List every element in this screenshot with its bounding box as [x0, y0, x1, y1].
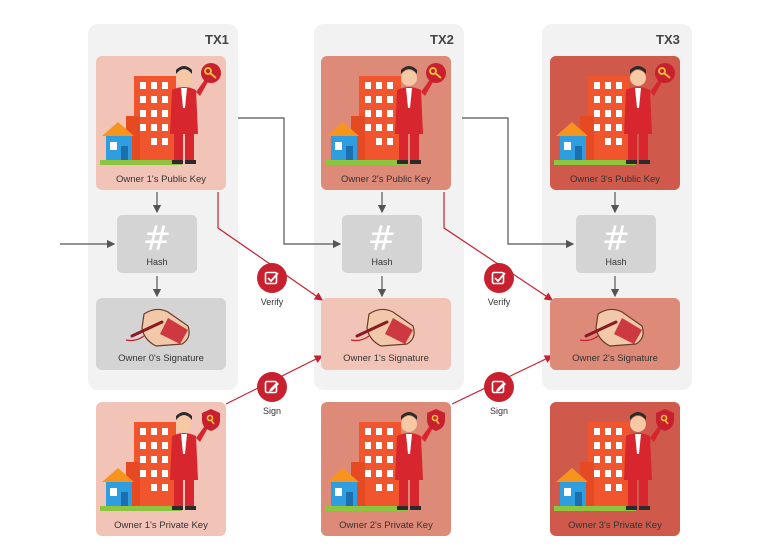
tx1-signature-label: Owner 0's Signature	[118, 353, 204, 364]
shield-key-icon	[427, 409, 445, 431]
shield-key-icon	[656, 409, 674, 431]
verify-label-2: Verify	[487, 297, 511, 307]
tx2-signature-card: Owner 1's Signature	[321, 298, 451, 370]
hash-symbol-icon: #	[142, 219, 172, 259]
tx3-signature-label: Owner 2's Signature	[572, 353, 658, 364]
shield-key-icon	[202, 409, 220, 431]
sign-label-2: Sign	[489, 406, 508, 416]
tx3-signature-card: Owner 2's Signature	[550, 298, 680, 370]
verify-badge-2	[484, 263, 514, 293]
pen-icon	[264, 380, 279, 394]
tx1-private-key-label: Owner 1's Private Key	[114, 520, 208, 531]
key-icon	[655, 63, 675, 83]
tx2-title: TX2	[430, 32, 454, 47]
tx2-private-key-card: Owner 2's Private Key	[321, 402, 451, 536]
signing-hand-icon	[321, 304, 451, 354]
verify-label-1: Verify	[260, 297, 284, 307]
tx3-public-key-label: Owner 3's Public Key	[570, 174, 660, 185]
hash-symbol-icon: #	[601, 219, 631, 259]
signing-hand-icon	[550, 304, 680, 354]
verify-badge-1	[257, 263, 287, 293]
key-icon	[201, 63, 221, 83]
tx2-hash-box: # Hash	[342, 215, 422, 273]
checkbox-icon	[264, 271, 279, 285]
tx1-private-key-card: Owner 1's Private Key	[96, 402, 226, 536]
tx3-private-key-card: Owner 3's Private Key	[550, 402, 680, 536]
tx2-public-key-label: Owner 2's Public Key	[341, 174, 431, 185]
tx1-signature-card: Owner 0's Signature	[96, 298, 226, 370]
key-icon	[426, 63, 446, 83]
tx3-public-key-card: Owner 3's Public Key	[550, 56, 680, 190]
tx3-hash-box: # Hash	[576, 215, 656, 273]
tx1-hash-label: Hash	[146, 257, 168, 267]
tx1-public-key-card: Owner 1's Public Key	[96, 56, 226, 190]
sign-badge-2	[484, 372, 514, 402]
tx1-public-key-label: Owner 1's Public Key	[116, 174, 206, 185]
sign-label-1: Sign	[262, 406, 281, 416]
tx2-private-key-label: Owner 2's Private Key	[339, 520, 433, 531]
tx2-signature-label: Owner 1's Signature	[343, 353, 429, 364]
signing-hand-icon	[96, 304, 226, 354]
tx3-private-key-label: Owner 3's Private Key	[568, 520, 662, 531]
checkbox-icon	[491, 271, 506, 285]
tx2-hash-label: Hash	[371, 257, 393, 267]
tx2-public-key-card: Owner 2's Public Key	[321, 56, 451, 190]
hash-symbol-icon: #	[367, 219, 397, 259]
tx1-title: TX1	[205, 32, 229, 47]
pen-icon	[491, 380, 506, 394]
tx1-hash-box: # Hash	[117, 215, 197, 273]
sign-badge-1	[257, 372, 287, 402]
tx3-hash-label: Hash	[605, 257, 627, 267]
tx3-title: TX3	[656, 32, 680, 47]
